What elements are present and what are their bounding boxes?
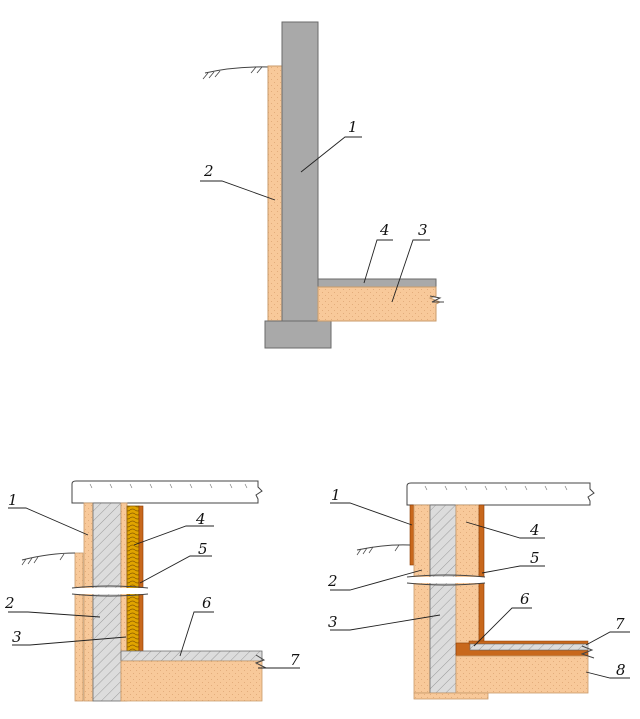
leader-3 <box>391 239 430 303</box>
top-label-3: 3 <box>418 221 428 239</box>
leader-4 <box>133 525 214 546</box>
break-mark <box>429 295 444 303</box>
slab-outline <box>406 482 595 506</box>
bl-label-6: 6 <box>202 594 212 612</box>
leader-5 <box>481 565 545 574</box>
br-label-3: 3 <box>328 613 338 631</box>
floor-screed <box>317 278 437 288</box>
leader-5 <box>139 555 212 584</box>
bl-label-1: 1 <box>8 491 18 509</box>
outer-membrane <box>409 504 415 566</box>
slab-ticks <box>89 483 248 489</box>
leader-4 <box>465 521 545 539</box>
leader-3 <box>330 614 441 631</box>
break-mark <box>580 645 595 659</box>
br-label-5: 5 <box>530 549 540 567</box>
top-diagram: 1 2 4 3 <box>200 21 444 349</box>
top-label-4: 4 <box>379 221 390 239</box>
leader-3 <box>12 636 127 646</box>
wall-break-gap <box>70 588 148 594</box>
floor-screed <box>120 650 263 662</box>
ground-hatch <box>21 553 65 566</box>
slab-ticks <box>424 485 568 491</box>
floor-insulation <box>120 660 263 702</box>
bottom-right-diagram: 1 4 2 5 3 6 7 8 <box>327 482 630 700</box>
outer-facing <box>83 502 94 702</box>
br-label-6: 6 <box>520 590 530 608</box>
leader-6 <box>473 607 532 647</box>
hatched-wall <box>92 502 122 702</box>
br-label-1: 1 <box>331 486 341 504</box>
top-label-1: 1 <box>348 118 358 136</box>
leader-4 <box>363 239 393 284</box>
leader-2 <box>8 611 101 618</box>
concrete-wall <box>281 21 319 322</box>
ground-hatch <box>202 66 263 80</box>
br-label-7: 7 <box>615 615 625 633</box>
bl-label-4: 4 <box>195 510 206 528</box>
floor-insulation <box>455 655 589 694</box>
bl-label-2: 2 <box>4 594 15 612</box>
hatched-wall <box>429 504 457 694</box>
leader-1 <box>300 136 362 173</box>
bl-label-3: 3 <box>12 628 22 646</box>
bl-label-5: 5 <box>198 540 208 558</box>
ground-line <box>21 552 76 561</box>
leader-6 <box>179 611 214 657</box>
ground-line <box>356 544 411 551</box>
wall-break-line <box>406 574 486 586</box>
floor-screed <box>469 643 589 651</box>
outer-insulation <box>74 552 84 702</box>
base-strip <box>413 692 489 700</box>
leader-1 <box>330 502 413 526</box>
inner-insulation <box>455 504 480 644</box>
leader-7 <box>585 631 630 646</box>
slab-outline <box>71 480 263 504</box>
leader-8 <box>585 671 630 679</box>
br-label-2: 2 <box>327 572 338 590</box>
wall-break-gap <box>405 577 485 583</box>
leader-2 <box>200 180 276 201</box>
br-label-8: 8 <box>616 661 626 679</box>
bl-label-7: 7 <box>290 651 300 669</box>
bottom-left-diagram: 1 4 5 2 3 6 7 <box>4 480 300 702</box>
top-membrane <box>468 640 589 645</box>
leader-1 <box>8 507 89 536</box>
wall-break-line <box>71 585 149 597</box>
top-label-2: 2 <box>203 162 214 180</box>
ground-hatch <box>356 544 400 556</box>
ground-line <box>204 66 271 74</box>
outer-insulation <box>413 504 431 694</box>
footing <box>264 320 332 349</box>
br-label-4: 4 <box>529 521 540 539</box>
wall-insulation <box>267 65 283 322</box>
floor-insulation <box>317 286 442 322</box>
break-mark <box>254 654 267 669</box>
mineral-wool <box>126 505 140 657</box>
membrane-strip <box>138 505 144 657</box>
leader-2 <box>330 569 423 591</box>
